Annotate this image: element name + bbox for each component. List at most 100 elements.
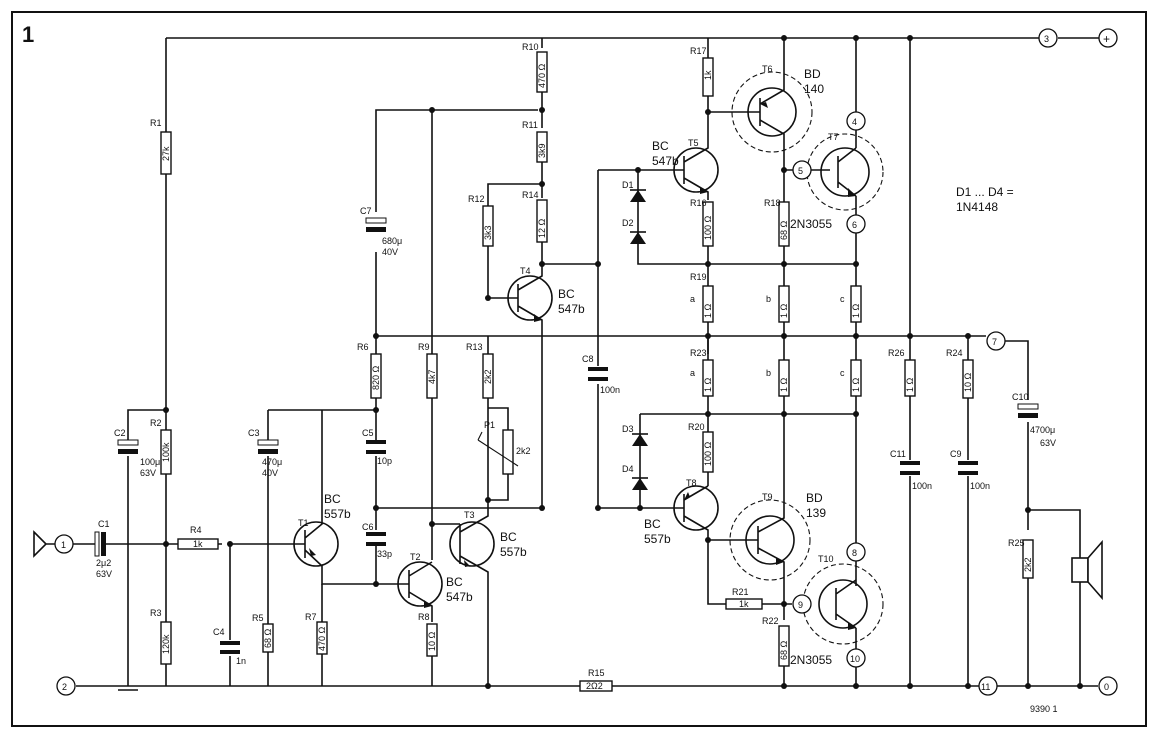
junction — [373, 407, 379, 413]
junction — [429, 107, 435, 113]
svg-text:2Ω2: 2Ω2 — [586, 681, 603, 691]
svg-text:820 Ω: 820 Ω — [371, 365, 381, 390]
junction — [853, 261, 859, 267]
svg-text:T2: T2 — [410, 552, 421, 562]
junction — [1077, 683, 1083, 689]
svg-text:11: 11 — [981, 682, 990, 692]
svg-text:100n: 100n — [912, 481, 932, 491]
svg-text:470 Ω: 470 Ω — [317, 626, 327, 651]
transistor-t9: T9 BD 139 — [729, 414, 826, 620]
svg-text:a: a — [690, 294, 695, 304]
terminal-1: 1 — [54, 534, 74, 554]
capacitor-c2: C2 100μ 63V — [114, 428, 160, 478]
svg-text:R17: R17 — [690, 46, 707, 56]
svg-text:T3: T3 — [464, 510, 475, 520]
svg-text:BC: BC — [324, 492, 341, 506]
svg-text:63V: 63V — [1040, 438, 1056, 448]
diode-d3: D3 — [622, 424, 648, 446]
svg-text:1 Ω: 1 Ω — [703, 303, 713, 318]
svg-text:D4: D4 — [622, 464, 634, 474]
svg-text:R6: R6 — [357, 342, 369, 352]
svg-text:T4: T4 — [520, 266, 531, 276]
svg-text:C8: C8 — [582, 354, 594, 364]
terminal-5: 5 — [792, 160, 812, 180]
terminal-6: 6 — [846, 214, 866, 234]
svg-text:2N3055: 2N3055 — [790, 653, 832, 667]
svg-text:3: 3 — [1044, 34, 1049, 44]
terminal-9: 9 — [792, 594, 812, 614]
svg-text:D1: D1 — [622, 180, 634, 190]
svg-text:R20: R20 — [688, 422, 705, 432]
svg-text:2: 2 — [62, 682, 67, 692]
svg-text:C4: C4 — [213, 627, 225, 637]
svg-text:T5: T5 — [688, 138, 699, 148]
svg-text:2k2: 2k2 — [1023, 557, 1033, 572]
svg-text:R7: R7 — [305, 612, 317, 622]
svg-text:T6: T6 — [762, 64, 773, 74]
svg-text:BC: BC — [446, 575, 463, 589]
svg-text:R24: R24 — [946, 348, 963, 358]
capacitor-c1: C1 2μ2 63V — [94, 519, 112, 579]
transistor-t5: T5 BC 547b — [638, 112, 719, 200]
terminal-10: 10 — [846, 648, 866, 668]
terminal-11: 11 — [978, 676, 998, 696]
svg-text:c: c — [840, 368, 845, 378]
junction — [907, 333, 913, 339]
diode-d1: D1 — [622, 180, 646, 202]
r12-wire — [487, 183, 542, 298]
svg-text:BC: BC — [500, 530, 517, 544]
junction — [853, 333, 859, 339]
svg-text:557b: 557b — [324, 507, 351, 521]
transistor-t7: T7 2N3055 — [790, 132, 884, 231]
svg-text:b: b — [766, 368, 771, 378]
transistor-t2: T2 BC 547b — [376, 552, 473, 622]
svg-text:c: c — [840, 294, 845, 304]
svg-text:2k2: 2k2 — [516, 446, 531, 456]
junction — [853, 35, 859, 41]
junction — [539, 107, 545, 113]
svg-text:8: 8 — [852, 548, 857, 558]
transistor-t1: T1 BC 557b — [290, 410, 376, 585]
svg-text:BC: BC — [652, 139, 669, 153]
svg-text:R12: R12 — [468, 194, 485, 204]
svg-text:547b: 547b — [652, 154, 679, 168]
svg-text:1 Ω: 1 Ω — [779, 303, 789, 318]
svg-text:R5: R5 — [252, 613, 264, 623]
transistor-t6: T6 BD 140 — [731, 38, 824, 153]
t5-column-wire — [707, 38, 760, 354]
svg-text:BD: BD — [804, 67, 821, 81]
svg-text:T7: T7 — [828, 132, 839, 142]
svg-text:40V: 40V — [262, 468, 278, 478]
diode-d2: D2 — [622, 218, 646, 244]
svg-text:C6: C6 — [362, 522, 374, 532]
svg-text:100n: 100n — [970, 481, 990, 491]
svg-text:2μ2: 2μ2 — [96, 558, 111, 568]
junction — [907, 35, 913, 41]
svg-text:1k: 1k — [739, 599, 749, 609]
svg-text:R1: R1 — [150, 118, 162, 128]
svg-text:b: b — [766, 294, 771, 304]
svg-text:1: 1 — [61, 540, 66, 550]
svg-text:R23: R23 — [690, 348, 707, 358]
svg-text:100 Ω: 100 Ω — [703, 215, 713, 240]
resistor-r19-c: c1 Ω — [840, 285, 862, 323]
svg-text:R3: R3 — [150, 608, 162, 618]
junction — [539, 505, 545, 511]
figure-number: 1 — [22, 22, 34, 47]
svg-text:R9: R9 — [418, 342, 430, 352]
svg-text:BD: BD — [806, 491, 823, 505]
speaker-wire — [1028, 509, 1081, 686]
svg-text:4: 4 — [852, 117, 857, 127]
